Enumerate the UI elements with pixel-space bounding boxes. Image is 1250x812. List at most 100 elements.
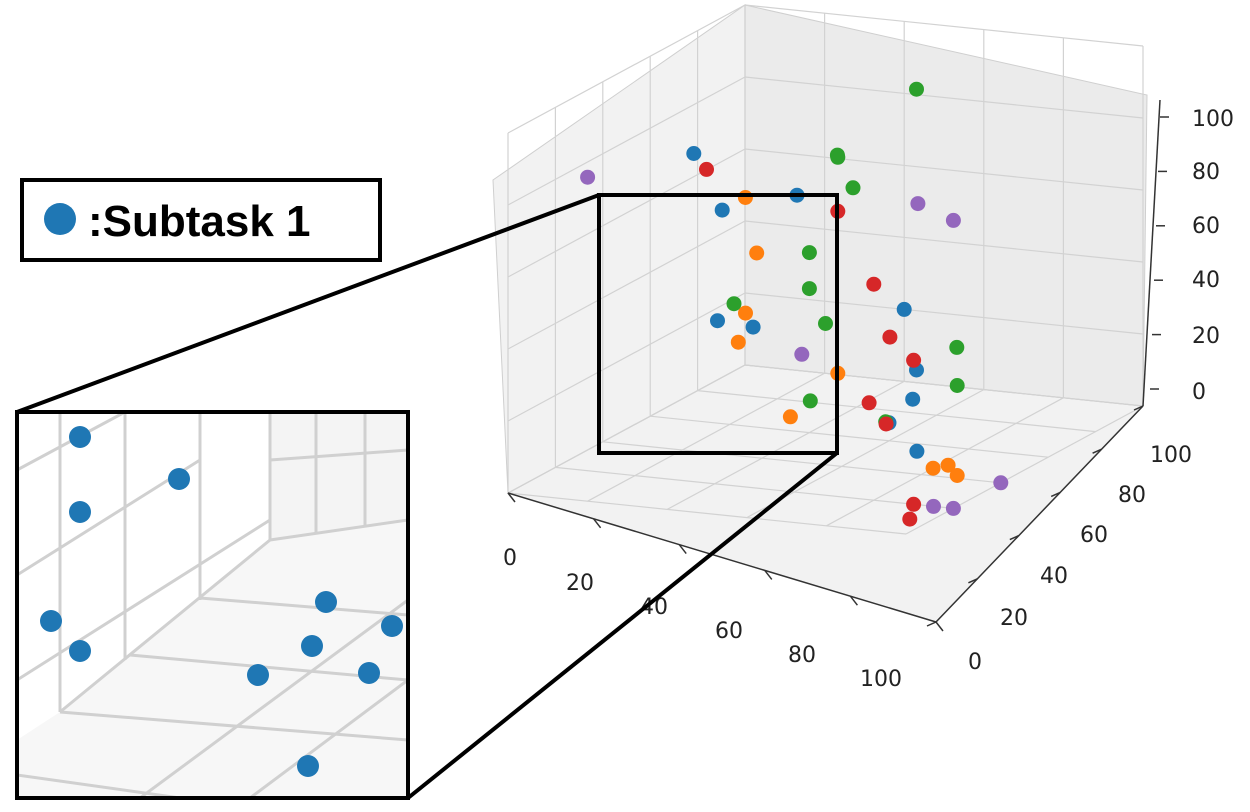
x-tick-mark bbox=[678, 544, 687, 555]
gridline bbox=[587, 372, 825, 502]
inset-points bbox=[40, 426, 403, 777]
inset-point bbox=[315, 591, 337, 613]
zoom-annotation bbox=[16, 193, 839, 800]
x-axis-line bbox=[507, 492, 937, 623]
scatter-point bbox=[906, 496, 922, 512]
scatter-point bbox=[926, 498, 941, 514]
inset-gridline bbox=[59, 710, 408, 742]
x-tick-label: 100 bbox=[860, 667, 902, 692]
scatter-point bbox=[580, 169, 596, 185]
gridline bbox=[507, 76, 746, 206]
z-tick-label: 100 bbox=[1192, 107, 1234, 132]
y-tick-label: 100 bbox=[1150, 443, 1192, 468]
y-tick-mark bbox=[1133, 405, 1144, 411]
scatter-point bbox=[882, 329, 898, 345]
gridline bbox=[744, 292, 1144, 335]
scatter-point bbox=[949, 378, 965, 393]
scatter-point bbox=[830, 149, 846, 165]
axes-panes bbox=[492, 4, 1148, 623]
scatter-point bbox=[925, 460, 941, 476]
scatter-point bbox=[949, 339, 965, 355]
scatter-point bbox=[710, 313, 725, 329]
x-tick-label: 60 bbox=[715, 619, 743, 644]
inset-point bbox=[69, 501, 91, 523]
scatter-point bbox=[866, 276, 882, 292]
gridline bbox=[507, 220, 746, 350]
scatter-point bbox=[726, 296, 742, 312]
scatter-point bbox=[745, 319, 761, 335]
scatter-point bbox=[749, 245, 765, 261]
inset-border bbox=[15, 410, 410, 800]
gridline bbox=[650, 415, 1049, 458]
y-tick-mark bbox=[968, 578, 978, 584]
scatter-point bbox=[896, 301, 912, 317]
scatter-point bbox=[910, 196, 926, 212]
scatter-points bbox=[580, 81, 1009, 527]
gridline bbox=[905, 405, 1144, 535]
scatter-point bbox=[878, 416, 894, 432]
scatter-point bbox=[906, 352, 922, 368]
inset-gridline bbox=[59, 538, 271, 714]
scatter-point bbox=[801, 281, 817, 297]
scatter-point bbox=[909, 443, 925, 459]
scatter-point bbox=[909, 81, 924, 97]
scatter-point bbox=[861, 395, 877, 411]
scatter-point bbox=[730, 334, 746, 350]
gridline bbox=[507, 292, 746, 422]
inset-floor bbox=[17, 520, 408, 798]
zoom-box bbox=[597, 193, 839, 455]
gridline bbox=[555, 466, 954, 509]
inset-point bbox=[358, 662, 380, 684]
inset-panes bbox=[17, 412, 408, 798]
x-tick-mark bbox=[507, 492, 516, 503]
zoom-inset bbox=[15, 410, 410, 800]
inset-gridline bbox=[269, 518, 408, 542]
scatter-point bbox=[845, 180, 861, 196]
legend-label: :Subtask 1 bbox=[88, 197, 311, 246]
gridline bbox=[507, 4, 746, 134]
y-tick-label: 40 bbox=[1040, 564, 1068, 589]
back-right-pane bbox=[744, 4, 1148, 407]
scatter-point bbox=[902, 511, 918, 527]
y-tick-label: 60 bbox=[1080, 523, 1108, 548]
gridline bbox=[744, 4, 1144, 47]
z-axis-tick-labels: 0 20 40 60 80 100 bbox=[1192, 107, 1234, 405]
z-tick-label: 40 bbox=[1192, 268, 1220, 293]
inset-point bbox=[247, 664, 269, 686]
inset-back-wall bbox=[270, 412, 408, 540]
gridline bbox=[744, 220, 1144, 263]
scatter-point bbox=[802, 393, 818, 409]
y-tick-mark bbox=[1092, 448, 1102, 454]
inset-point bbox=[69, 426, 91, 448]
y-axis-line bbox=[935, 405, 1144, 623]
x-tick-mark bbox=[593, 518, 602, 529]
gridline bbox=[744, 148, 1144, 191]
gridline bbox=[507, 364, 746, 494]
z-tick-label: 60 bbox=[1192, 214, 1220, 239]
z-tick-label: 80 bbox=[1192, 160, 1220, 185]
scatter-point bbox=[686, 146, 702, 161]
y-tick-mark bbox=[1050, 491, 1061, 498]
inset-point bbox=[69, 640, 91, 662]
z-tick-label: 0 bbox=[1192, 380, 1206, 405]
scatter-point bbox=[801, 245, 817, 261]
gridline bbox=[744, 364, 1144, 407]
inset-point bbox=[301, 635, 323, 657]
y-tick-label: 80 bbox=[1118, 483, 1146, 508]
x-tick-label: 80 bbox=[788, 643, 816, 668]
scatter-point bbox=[945, 500, 961, 516]
inset-gridline bbox=[17, 773, 181, 798]
inset-point bbox=[168, 468, 190, 490]
scatter-point bbox=[738, 305, 753, 321]
zoom-connector-bottom bbox=[406, 451, 839, 800]
x-tick-mark bbox=[849, 595, 858, 606]
axis-lines bbox=[507, 99, 1169, 632]
z-axis-line bbox=[1142, 99, 1161, 407]
y-tick-mark bbox=[1009, 534, 1020, 541]
inset-point bbox=[40, 610, 62, 632]
x-tick-mark bbox=[935, 621, 944, 632]
inset-point bbox=[381, 615, 403, 637]
zoom-connector-top bbox=[16, 193, 600, 414]
gridline bbox=[744, 76, 1144, 119]
